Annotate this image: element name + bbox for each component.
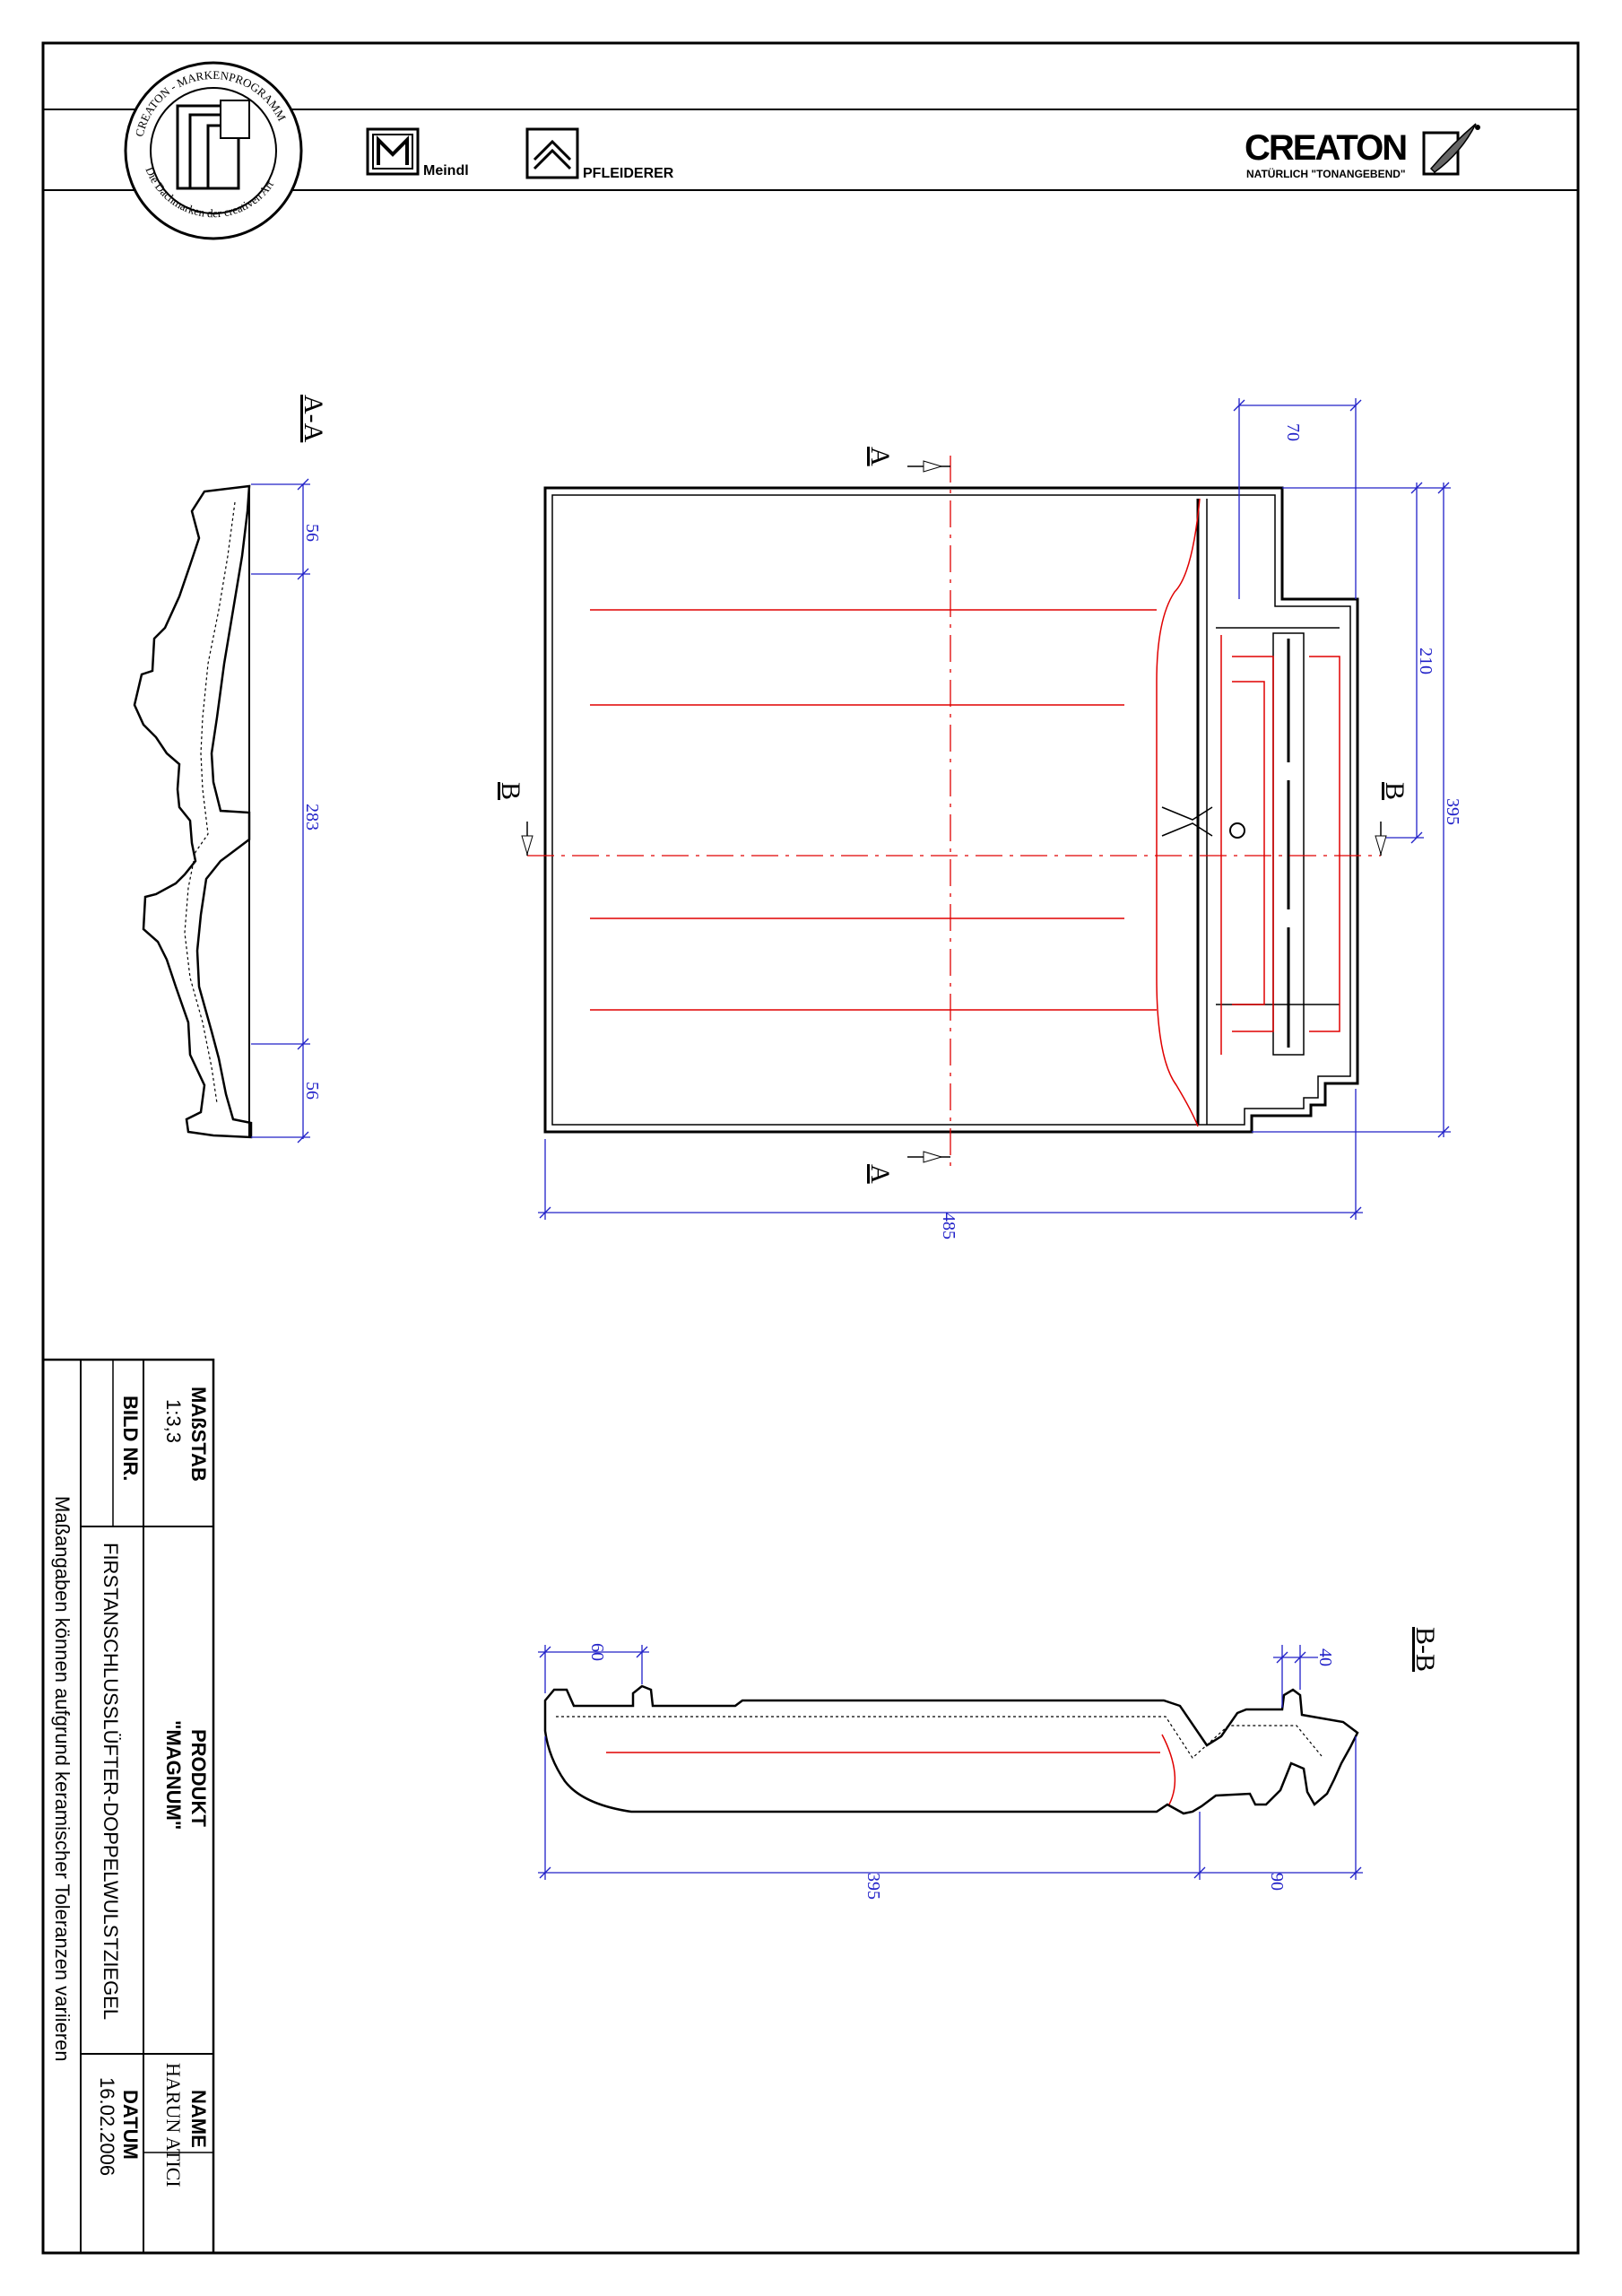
creaton-tagline: NATÜRLICH "TONANGEBEND" <box>1246 167 1406 180</box>
plan-dim-210: 210 <box>1416 648 1436 674</box>
plan-centerlines <box>527 456 1381 1166</box>
section-bb-dimensions: 60 40 395 90 <box>538 1643 1363 1900</box>
plan-dim-485: 485 <box>939 1213 958 1239</box>
meindl-text: Meindl <box>423 163 469 178</box>
aa-dim-bottom: 56 <box>302 1082 322 1100</box>
section-bb-label: B-B <box>1410 1627 1440 1672</box>
cut-b-right: B <box>1380 782 1409 800</box>
name-label: NAME <box>187 2090 210 2148</box>
bb-dim-40: 40 <box>1315 1648 1335 1666</box>
section-aa-label: A-A <box>299 395 328 443</box>
pfleiderer-logo: PFLEIDERER <box>525 127 674 181</box>
aa-dim-top: 56 <box>302 524 322 542</box>
bb-dim-90: 90 <box>1267 1873 1287 1891</box>
creaton-wordmark: CREATON <box>1245 128 1406 168</box>
creaton-brand-logo: CREATON NATÜRLICH "TONANGEBEND" <box>1245 123 1480 180</box>
plan-dimensions: 70 210 395 485 <box>538 398 1462 1239</box>
cut-a-top: A <box>865 447 895 466</box>
cut-b-left: B <box>496 782 525 800</box>
plan-view-hidden-edges <box>590 498 1340 1127</box>
massstab-value: 1:3,3 <box>162 1399 185 1443</box>
meindl-logo: Meindl <box>366 127 469 178</box>
creaton-seal-logo: CREATON - MARKENPROGRAMM Die Dachmarken … <box>124 61 303 240</box>
section-aa-profile <box>133 484 253 1139</box>
plan-dim-395: 395 <box>1443 798 1462 825</box>
section-bb-profile <box>543 1684 1359 1815</box>
title-block: MAßSTAB 1:3,3 BILD NR. PRODUKT "MAGNUM" … <box>41 1358 215 2255</box>
name-value: HARUN ATICI <box>162 2063 185 2187</box>
sheet-frame <box>41 41 1580 2255</box>
plan-dim-70: 70 <box>1283 423 1303 441</box>
produkt-value: "MAGNUM" <box>162 1720 185 1830</box>
produkt-label: PRODUKT <box>187 1729 210 1827</box>
bild-nr-label: BILD NR. <box>119 1396 142 1481</box>
datum-value: 16.02.2006 <box>96 2077 118 2176</box>
bb-dim-60: 60 <box>587 1643 607 1661</box>
cut-a-bottom: A <box>865 1164 895 1184</box>
cut-markers: A A B B <box>496 447 1409 1184</box>
pfleiderer-text: PFLEIDERER <box>583 166 674 181</box>
plan-view-outline <box>543 486 1359 1134</box>
tolerance-note: Maßangaben können aufgrund keramischer T… <box>51 1496 74 2062</box>
aa-dim-mid: 283 <box>302 804 322 831</box>
massstab-label: MAßSTAB <box>187 1387 210 1482</box>
section-aa-dimensions: 56 283 56 <box>251 478 322 1144</box>
bb-dim-395: 395 <box>863 1873 883 1900</box>
datum-label: DATUM <box>119 2090 142 2160</box>
product-description: FIRSTANSCHLUSSLÜFTER-DOPPELWULSTZIEGEL <box>100 1543 122 2020</box>
